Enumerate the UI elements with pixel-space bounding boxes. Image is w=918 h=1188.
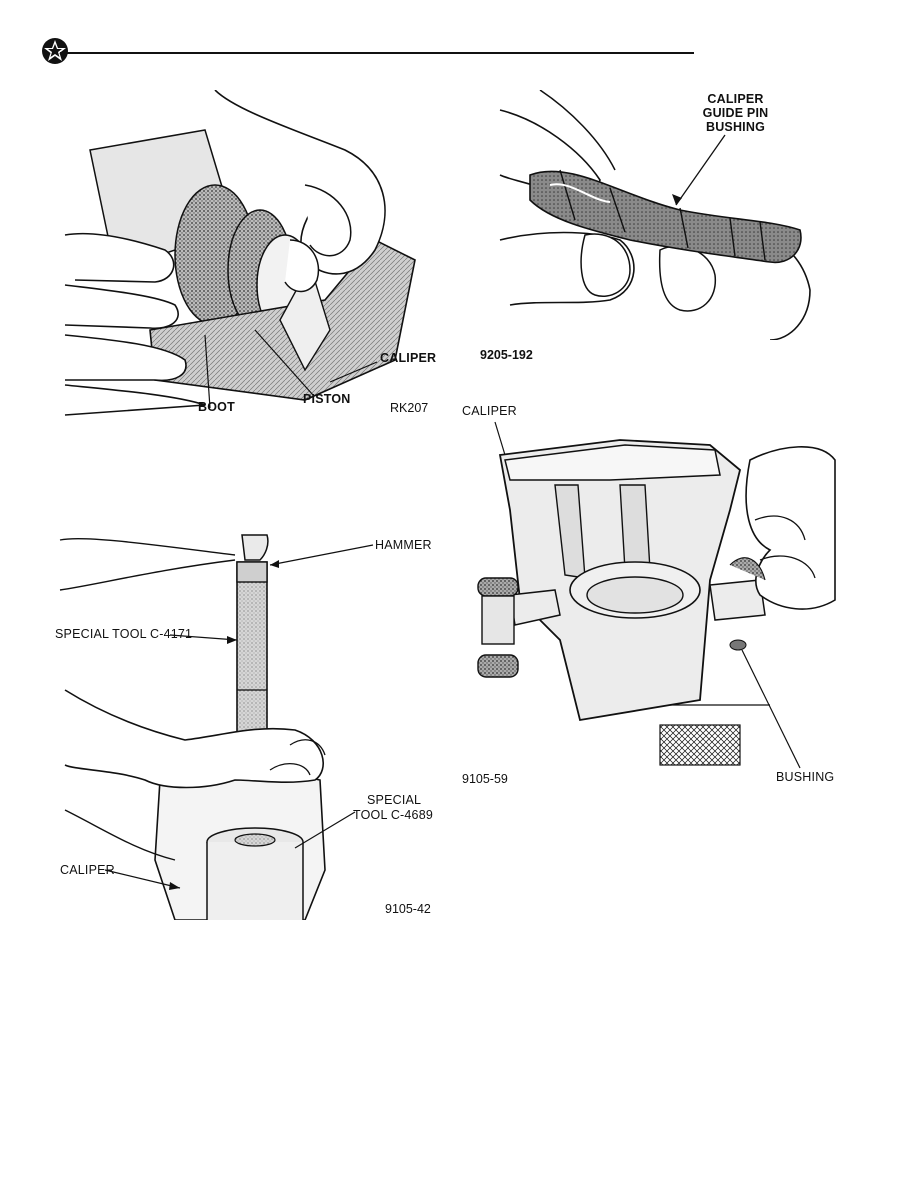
figure-code: RK207 <box>390 401 429 415</box>
figure-code: 9205-192 <box>480 348 533 362</box>
label-special-tool-c-4689-line2: TOOL C-4689 <box>353 808 434 822</box>
label-special-tool-c-4689-line1: SPECIAL <box>367 793 422 807</box>
figure-boot-piston: CALIPER BOOT PISTON RK207 <box>55 90 440 420</box>
label-caliper: CALIPER <box>462 404 517 418</box>
figure-caliper-bushing: CALIPER BUSHING 9105-59 <box>460 400 840 790</box>
label-caliper: CALIPER <box>380 351 437 365</box>
special-tool-illustration <box>59 534 374 920</box>
figure-code: 9105-59 <box>462 772 508 786</box>
label-bushing: BUSHING <box>776 770 835 784</box>
figure-special-tool: HAMMER SPECIAL TOOL C-4171 SPECIAL TOOL … <box>55 530 445 920</box>
label-boot: BOOT <box>198 400 235 414</box>
label-caliper: CALIPER <box>60 863 115 877</box>
label-caliper-guide-pin-bushing: CALIPER GUIDE PIN BUSHING <box>702 92 769 134</box>
boot-piston-illustration <box>64 90 416 416</box>
figure-guide-pin-bushing: CALIPER GUIDE PIN BUSHING 9205-192 <box>480 90 830 365</box>
label-hammer: HAMMER <box>375 538 432 552</box>
pentastar-logo-icon <box>42 38 68 64</box>
label-piston: PISTON <box>303 392 351 406</box>
header-rule <box>60 52 694 54</box>
figure-code: 9105-42 <box>385 902 431 916</box>
label-special-tool-c-4171: SPECIAL TOOL C-4171 <box>55 627 193 641</box>
caliper-bushing-illustration <box>477 421 836 769</box>
bushing-hands-illustration <box>499 90 811 340</box>
